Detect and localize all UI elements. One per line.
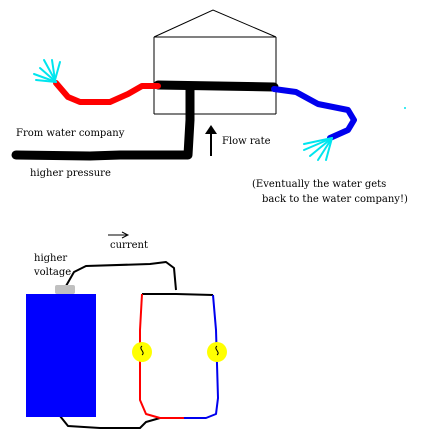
water-spray-right	[303, 137, 333, 161]
battery-terminal	[55, 285, 75, 294]
water-droplet	[404, 107, 406, 109]
current-arrow	[108, 231, 130, 239]
main-pipe	[11, 80, 279, 161]
battery-body	[26, 294, 96, 417]
red-pipe	[53, 80, 161, 105]
current-label: current	[110, 240, 148, 251]
higher-label: higher	[34, 253, 68, 264]
house-roof	[153, 9, 277, 38]
house	[153, 9, 277, 115]
red-branch-wire	[139, 293, 184, 419]
higher-pressure-label: higher pressure	[30, 168, 111, 179]
battery	[26, 285, 96, 417]
bulb-right	[207, 342, 227, 362]
blue-pipe	[271, 86, 357, 141]
voltage-label: voltage	[34, 267, 72, 278]
supply-pipe	[11, 82, 195, 161]
from-water-company-label: From water company	[16, 128, 125, 139]
top-wire	[65, 261, 177, 291]
flow-rate-arrow	[205, 125, 217, 156]
bottom-wire	[59, 415, 161, 429]
eventually-label-line2: back to the water company!)	[262, 194, 408, 205]
flow-rate-label: Flow rate	[222, 136, 271, 147]
bulb-left	[132, 342, 152, 362]
parallel-top-wire	[142, 293, 214, 296]
circuit-black-wires	[59, 261, 214, 429]
eventually-label-line1: (Eventually the water gets	[252, 179, 387, 190]
house-pipe	[153, 80, 279, 92]
water-spray-left	[33, 59, 61, 83]
blue-branch-wire	[184, 294, 219, 419]
